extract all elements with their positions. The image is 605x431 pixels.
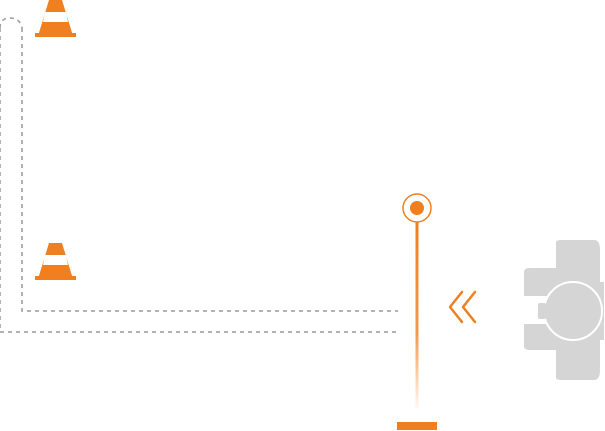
cone-base [35,33,76,37]
path-outer [0,17,398,333]
double-chevron-left-icon [448,290,477,324]
traffic-cone-icon [35,0,76,37]
traffic-cone-icon [35,243,76,280]
cone-stripe [43,255,68,265]
target-base [397,422,437,430]
cone-stripe [43,12,68,22]
robot-side-notch [538,303,546,319]
target-dot [410,201,424,215]
dashed-path [0,17,398,333]
robot-top-view-icon [524,240,604,380]
cone-base [35,276,76,280]
target-marker-icon [397,193,437,430]
target-pole [415,222,419,408]
chevron-inner [461,290,477,324]
chevron-outer [448,290,464,324]
robot-dome [543,281,603,341]
path-inner [21,28,398,312]
